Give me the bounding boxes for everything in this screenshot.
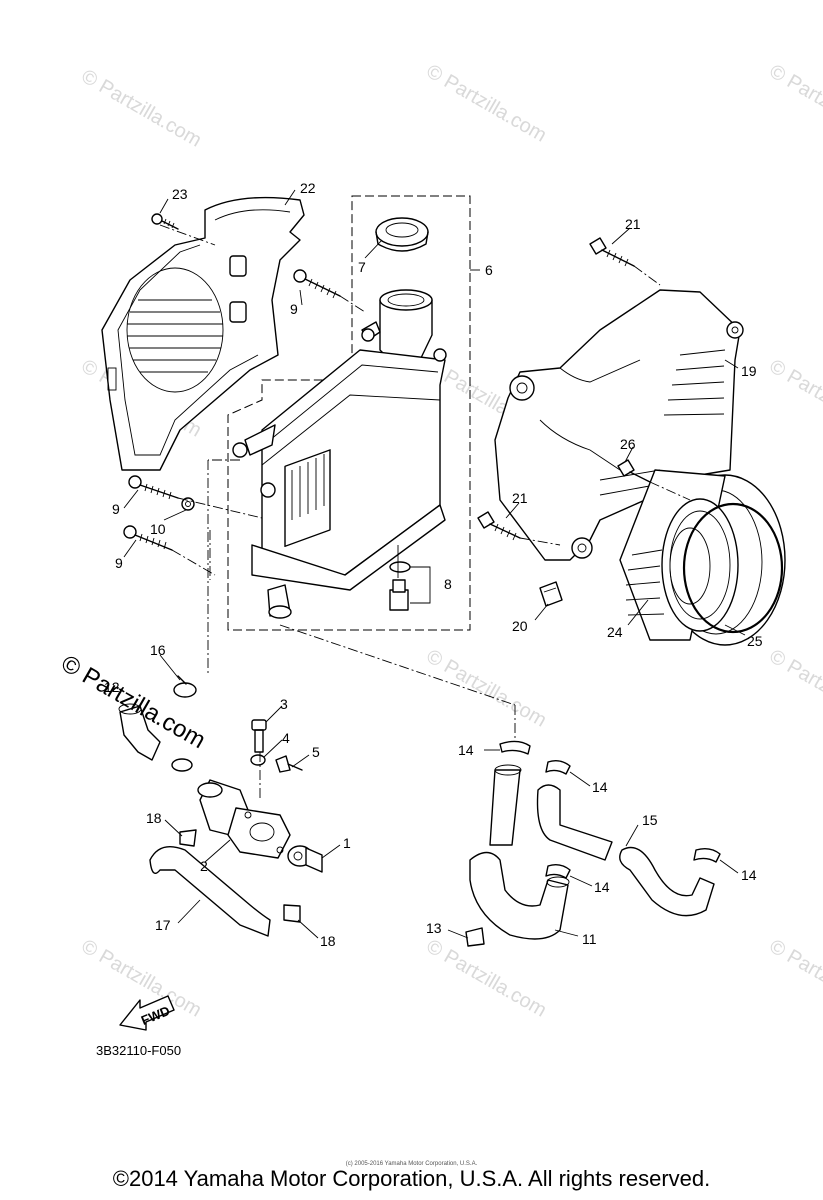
callout-10: 10 <box>150 521 166 537</box>
watermark-3: © Partzilla.com <box>766 60 823 146</box>
copyright-notice: ©2014 Yamaha Motor Corporation, U.S.A. A… <box>112 1166 711 1191</box>
clamp-12-lower-part <box>171 758 193 772</box>
callout-13: 13 <box>426 920 442 936</box>
watermark-1: © Partzilla.com <box>78 65 206 151</box>
callout-11: 11 <box>582 931 597 947</box>
callout-12: 12 <box>104 679 120 695</box>
cover-grille <box>126 267 224 393</box>
washer-4-part <box>250 754 266 766</box>
clamp-18-lower-part <box>283 904 301 923</box>
clamp-14-b-part <box>545 759 571 775</box>
callout-26: 26 <box>620 436 636 452</box>
callout-2: 2 <box>200 858 208 874</box>
clamp-14-c-part <box>545 863 571 879</box>
callout-14-d: 14 <box>741 867 757 883</box>
hose-11-part <box>469 851 570 940</box>
callout-14-c: 14 <box>594 879 610 895</box>
tiny-credit: (c) 2005-2016 Yamaha Motor Corporation, … <box>345 1161 478 1167</box>
bolt-21-upper-part <box>589 237 661 286</box>
fan-housing-part <box>619 469 786 646</box>
hose-17-part <box>149 846 271 937</box>
bolt-3-part <box>251 719 267 753</box>
callout-14-b: 14 <box>592 779 608 795</box>
watermark-10: © Partzilla.com <box>423 935 551 1021</box>
callout-22: 22 <box>300 180 316 196</box>
drain-bolt-part <box>389 545 431 611</box>
callout-18-top: 18 <box>146 810 162 826</box>
clamp-13-part <box>465 927 485 947</box>
callout-23: 23 <box>172 186 188 202</box>
radiator-part <box>232 289 447 619</box>
callout-9-bottom: 9 <box>115 555 123 571</box>
callout-labels: 23 22 7 6 9 21 19 26 21 9 10 9 8 20 24 2… <box>104 180 763 949</box>
callout-21-bottom: 21 <box>512 490 528 506</box>
callout-20: 20 <box>512 618 528 634</box>
bolt-9-upper-part <box>293 269 366 313</box>
damper-20-part <box>539 581 563 607</box>
watermark-8: © Partzilla.com <box>766 645 823 731</box>
watermark-2: © Partzilla.com <box>423 60 551 146</box>
hose-15-part <box>536 784 715 917</box>
clamp-16-part <box>173 675 197 698</box>
o-ring-part <box>682 502 784 634</box>
callout-24: 24 <box>607 624 623 640</box>
callout-3: 3 <box>280 696 288 712</box>
bolt-9-lower-part <box>123 525 173 551</box>
callout-16: 16 <box>150 642 166 658</box>
watermark-6: © Partzilla.com <box>766 355 823 441</box>
reference-lines <box>159 224 561 742</box>
callout-21-top: 21 <box>625 216 641 232</box>
hose-main-part <box>489 764 522 846</box>
watermark-11: © Partzilla.com <box>766 935 823 1021</box>
clamp-18-upper-part <box>179 829 197 847</box>
housing-fins <box>625 549 665 616</box>
callout-8: 8 <box>444 576 452 592</box>
radiator-fins <box>291 454 325 520</box>
group-6-box <box>227 195 471 631</box>
callout-4: 4 <box>282 730 290 746</box>
watermark-7: © Partzilla.com <box>423 645 551 731</box>
clamp-14-a-part <box>499 740 531 755</box>
callout-25: 25 <box>747 633 763 649</box>
callout-15: 15 <box>642 812 658 828</box>
callout-18-bottom: 18 <box>320 933 336 949</box>
bolt-26-part <box>617 459 691 501</box>
callout-19: 19 <box>741 363 757 379</box>
thermostat-1-part <box>287 845 323 873</box>
callout-9-top: 9 <box>290 301 298 317</box>
bolt-23-part <box>151 213 179 230</box>
callout-6: 6 <box>485 262 493 278</box>
bolt-9-middle-part <box>128 475 179 500</box>
thermostat-housing-part <box>197 779 291 859</box>
callout-5: 5 <box>312 744 320 760</box>
callout-9-middle: 9 <box>112 501 120 517</box>
callout-1: 1 <box>343 835 351 851</box>
clamp-14-d-part <box>693 847 721 863</box>
cover-fins <box>599 349 726 496</box>
fwd-arrow-icon: FWD <box>119 995 175 1031</box>
radiator-cap-part <box>375 217 429 252</box>
callout-7: 7 <box>358 259 366 275</box>
callout-17: 17 <box>155 917 171 933</box>
callout-14-a: 14 <box>458 742 474 758</box>
figure-code: 3B32110-F050 <box>96 1043 181 1058</box>
parts-diagram: © Partzilla.com © Partzilla.com © Partzi… <box>78 60 823 1058</box>
hose-12-part <box>118 703 161 761</box>
bolt-21-lower-part <box>477 511 521 541</box>
radiator-cover-part <box>101 196 305 471</box>
bolt-5-part <box>275 755 303 773</box>
leader-lines <box>123 189 746 939</box>
